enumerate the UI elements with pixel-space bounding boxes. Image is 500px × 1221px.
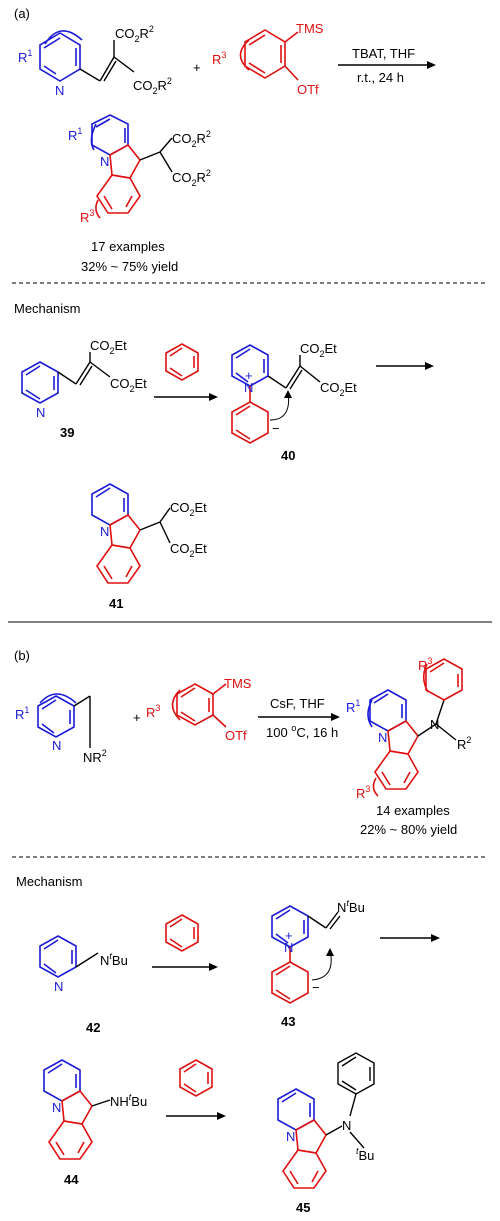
label-43: 43 [281, 1014, 295, 1029]
r2-product-b: R2 [457, 735, 471, 752]
mechanism-a-title: Mechanism [14, 301, 80, 316]
label-41: 41 [109, 596, 123, 611]
nhtbu-44: NHtBu [110, 1092, 147, 1109]
r3-b: R3 [146, 703, 160, 720]
compound-44 [43, 1059, 111, 1160]
compound-41 [91, 483, 171, 584]
r1-product-b: R1 [346, 698, 360, 715]
arrowhead-a [427, 61, 436, 69]
nplus-43: N [284, 940, 293, 955]
nr2-b: NR2 [83, 748, 107, 765]
arrowhead-b [331, 713, 340, 721]
pyridine-n: N [55, 83, 64, 98]
minus-43: − [312, 980, 320, 995]
pyridine-ring-a [39, 30, 83, 82]
label-39: 39 [60, 425, 74, 440]
compound-43 [271, 905, 341, 1004]
yield-b: 22% ~ 80% yield [360, 822, 457, 837]
product-b [367, 658, 463, 797]
benzyne-b2 [179, 1059, 213, 1097]
tms-b: TMS [224, 676, 252, 691]
co2r2-bottom: CO2R2 [133, 76, 172, 96]
examples-b: 14 examples [376, 803, 450, 818]
aryne-precursor-a [239, 29, 299, 81]
co2r2-product-top: CO2R2 [172, 129, 211, 149]
r1-product-a: R1 [68, 126, 82, 143]
n-b: N [52, 738, 61, 753]
n-39: N [36, 405, 45, 420]
minus-40: − [272, 421, 280, 436]
label-42: 42 [86, 1020, 100, 1035]
examples-a: 17 examples [91, 239, 165, 254]
section-a-label: (a) [14, 6, 30, 21]
arrowhead-mech-a-2 [425, 362, 434, 370]
co2et-41-top: CO2Et [170, 500, 207, 518]
plus-43: + [285, 928, 293, 943]
otf-label: OTf [297, 82, 319, 97]
label-45: 45 [296, 1200, 310, 1215]
compound-39 [21, 352, 111, 404]
co2et-39-bottom: CO2Et [110, 376, 147, 394]
n-44: N [52, 1100, 61, 1115]
n-41: N [100, 524, 109, 539]
r3-product-a: R3 [80, 208, 94, 225]
co2et-41-bottom: CO2Et [170, 541, 207, 559]
conditions-b-2: 100 oC, 16 h [266, 723, 338, 740]
arrowhead-mech-a-1 [209, 393, 218, 401]
n-product-a: N [100, 154, 109, 169]
n-42: N [54, 979, 63, 994]
plus-sign-a: + [193, 60, 201, 75]
label-40: 40 [281, 448, 295, 463]
conditions-a-1: TBAT, THF [352, 46, 415, 61]
n-45: N [286, 1129, 295, 1144]
arrowhead-mech-b-2 [431, 934, 440, 942]
arrowhead-mech-b-3 [217, 1112, 226, 1120]
vinyl-malonate-a [79, 40, 135, 82]
n-amine-b: N [430, 717, 439, 732]
section-b-label: (b) [14, 648, 30, 663]
co2r2-product-bottom: CO2R2 [172, 168, 211, 188]
conditions-a-2: r.t., 24 h [357, 70, 404, 85]
compound-40 [231, 344, 321, 444]
r3-product-b-bottom: R3 [356, 784, 370, 801]
r3-label: R3 [212, 50, 226, 67]
r1-label: R1 [18, 48, 32, 65]
otf-b: OTf [225, 728, 247, 743]
conditions-b-1: CsF, THF [270, 696, 325, 711]
pyridine-imine-b [37, 693, 91, 748]
r1-b: R1 [15, 705, 29, 722]
benzyne-b1 [165, 914, 199, 952]
yield-a: 32% ~ 75% yield [81, 259, 178, 274]
co2r2-top: CO2R2 [115, 24, 154, 44]
label-44: 44 [64, 1172, 79, 1187]
plus-sign-b: + [133, 710, 141, 725]
ntbu-42: NtBu [100, 951, 128, 968]
compound-45 [277, 1052, 375, 1189]
ntbu-43: NtBu [337, 898, 365, 915]
mechanism-b-title: Mechanism [16, 874, 82, 889]
arrowhead-mech-b-1 [209, 963, 218, 971]
tms-label: TMS [296, 21, 324, 36]
n-product-b: N [378, 730, 387, 745]
product-a [90, 114, 173, 219]
n-amine-45: N [342, 1118, 351, 1133]
co2et-40-bottom: CO2Et [320, 380, 357, 398]
co2et-40-top: CO2Et [300, 341, 337, 359]
tbu-45: tBu [356, 1146, 374, 1163]
compound-42 [39, 935, 99, 978]
plus-40: + [245, 368, 253, 383]
nplus-40: N [244, 380, 253, 395]
co2et-39-top: CO2Et [90, 338, 127, 356]
r3-product-b-top: R3 [418, 656, 432, 673]
aryne-precursor-b [171, 683, 227, 728]
benzyne-a1 [165, 343, 199, 381]
